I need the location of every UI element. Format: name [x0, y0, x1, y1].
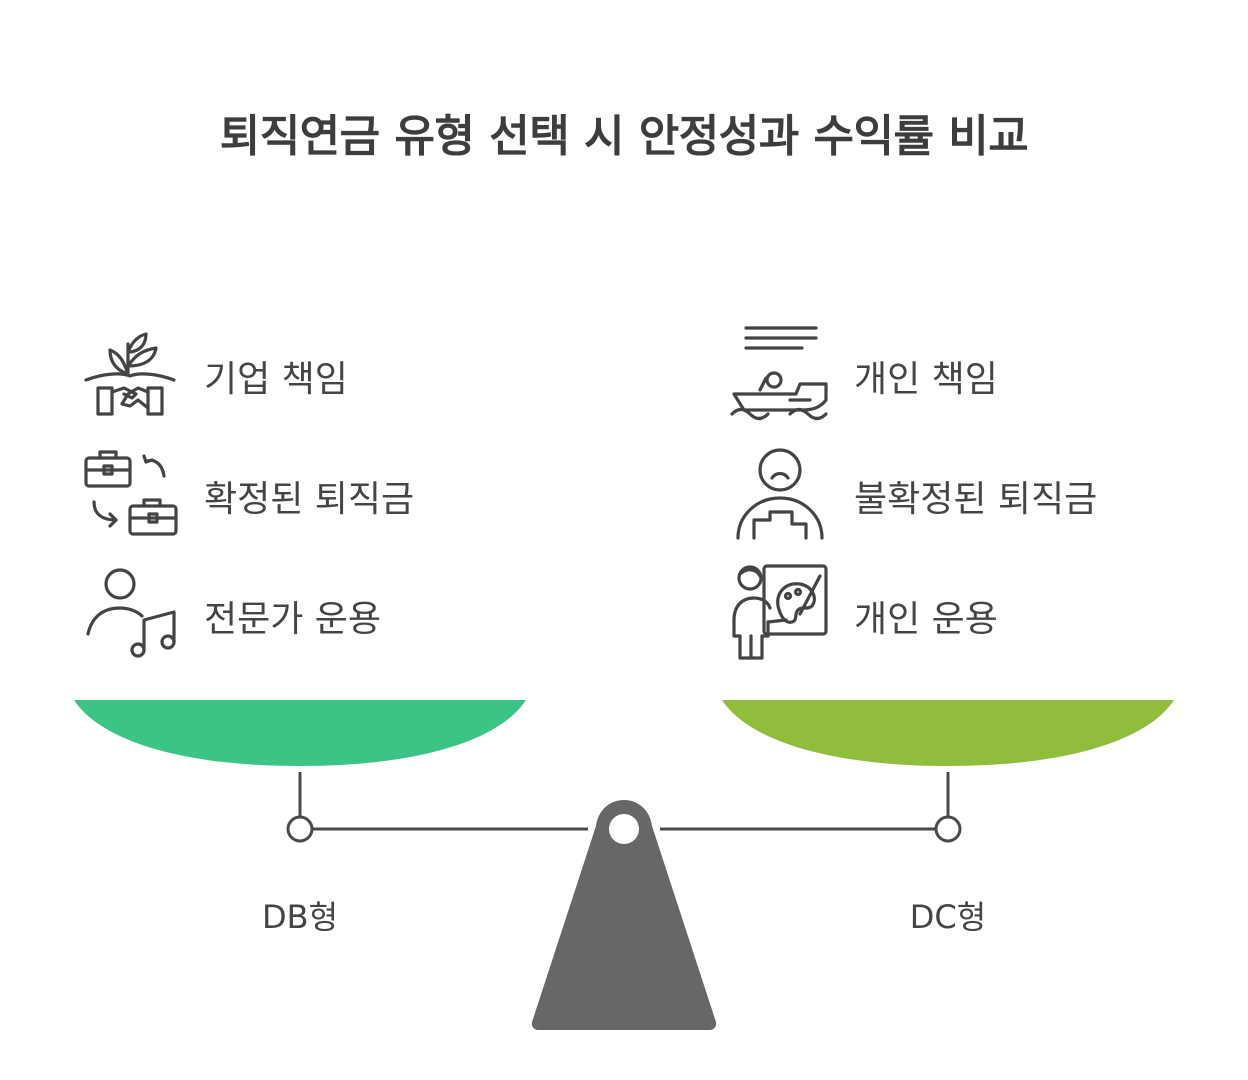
- left-pan: [74, 700, 526, 766]
- person-music-note-icon: [86, 568, 176, 658]
- left-item-label: 전문가 운용: [204, 599, 382, 640]
- left-item-expert-management: 전문가 운용: [80, 562, 440, 662]
- left-item-fixed-retirement-pay: 확정된 퇴직금: [80, 442, 460, 542]
- page-title: 퇴직연금 유형 선택 시 안정성과 수익률 비교: [219, 111, 1029, 162]
- right-item-personal-responsibility: 개인 책임: [730, 322, 1050, 422]
- fulcrum: [531, 800, 717, 1030]
- sad-person-podium-icon: [736, 448, 824, 540]
- left-pivot: [286, 815, 314, 843]
- right-item-label: 개인 운용: [854, 599, 998, 640]
- right-pan: [722, 700, 1174, 766]
- briefcase-exchange-icon: [84, 450, 178, 536]
- right-type-label: DC형: [909, 898, 987, 936]
- right-item-label: 개인 책임: [854, 359, 998, 400]
- left-item-company-responsibility: 기업 책임: [80, 322, 400, 422]
- left-item-label: 확정된 퇴직금: [204, 479, 415, 520]
- plant-handshake-icon: [84, 332, 176, 416]
- right-item-personal-management: 개인 운용: [730, 562, 1050, 662]
- left-item-label: 기업 책임: [204, 359, 348, 400]
- person-boat-icon: [730, 326, 828, 421]
- artist-easel-icon: [732, 564, 828, 660]
- left-type-label: DB형: [261, 898, 339, 936]
- fulcrum-pivot: [609, 814, 639, 844]
- right-pivot: [934, 815, 962, 843]
- right-item-uncertain-retirement-pay: 불확정된 퇴직금: [730, 442, 1150, 542]
- right-item-label: 불확정된 퇴직금: [854, 479, 1098, 520]
